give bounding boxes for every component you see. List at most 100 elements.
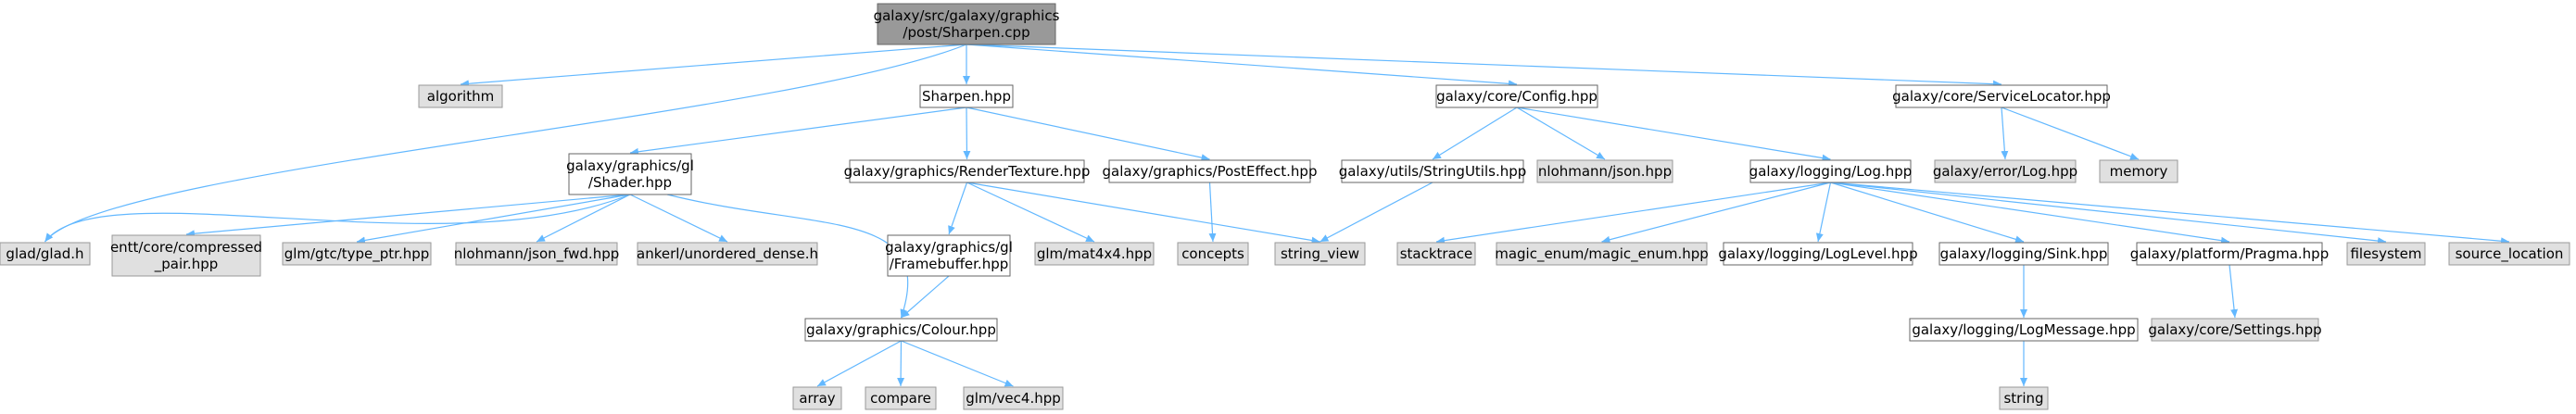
node-box <box>849 159 1085 183</box>
edge-line <box>536 194 631 243</box>
edge-line <box>966 44 2002 88</box>
node-entt-pair: entt/core/compressed_pair.hpp <box>110 234 262 277</box>
edge-render_texture-to-mat4x4 <box>966 182 1095 243</box>
edge-shader_hpp-to-glm_type_ptr <box>356 194 631 245</box>
node-sharpen-hpp[interactable]: Sharpen.hpp <box>919 84 1014 108</box>
edge-root-to-service_locator <box>966 44 2002 88</box>
node-glad: glad/glad.h <box>0 242 91 266</box>
node-label: entt/core/compressed <box>110 239 262 256</box>
node-label: stacktrace <box>1400 245 1473 262</box>
edge-line <box>1320 182 1433 243</box>
edge-log_hpp-to-sink <box>1830 182 2025 244</box>
node-box <box>1536 159 1673 183</box>
node-log-message[interactable]: galaxy/logging/LogMessage.hpp <box>1909 318 2139 342</box>
edge-root-to-config_hpp <box>966 44 1518 88</box>
node-box <box>1999 386 2049 410</box>
node-box <box>2448 242 2570 266</box>
node-algorithm: algorithm <box>418 84 503 108</box>
edge-string_utils-to-string_view <box>1320 182 1433 243</box>
edge-root-to-algorithm <box>460 44 967 88</box>
node-label: source_location <box>2456 245 2564 263</box>
node-box <box>963 386 1064 410</box>
node-label: /Framebuffer.hpp <box>890 256 1009 272</box>
node-label: galaxy/src/galaxy/graphics <box>874 7 1060 24</box>
node-box <box>1749 159 1912 183</box>
node-label: galaxy/core/ServiceLocator.hpp <box>1892 88 2111 105</box>
node-box <box>804 318 998 342</box>
node-config-hpp[interactable]: galaxy/core/Config.hpp <box>1435 84 1598 108</box>
edge-line <box>2001 107 2009 160</box>
edge-post_effect-to-concepts <box>1208 182 1217 243</box>
edge-line <box>1432 107 1518 160</box>
edge-shader_hpp-to-entt_pair <box>185 194 631 238</box>
node-box <box>919 84 1014 108</box>
node-label: _pair.hpp <box>154 256 219 273</box>
edge-root-to-glad <box>44 44 967 243</box>
node-label: galaxy/platform/Pragma.hpp <box>2130 245 2329 262</box>
node-label: galaxy/logging/Log.hpp <box>1749 163 1913 180</box>
node-label: string_view <box>1281 245 1359 263</box>
edge-render_texture-to-framebuffer <box>948 182 968 235</box>
node-shader-hpp[interactable]: galaxy/graphics/gl/Shader.hpp <box>566 153 694 195</box>
node-box <box>1435 84 1598 108</box>
edge-log_hpp-to-stacktrace <box>1435 182 1831 245</box>
node-colour[interactable]: galaxy/graphics/Colour.hpp <box>804 318 998 342</box>
node-log-hpp[interactable]: galaxy/logging/Log.hpp <box>1749 159 1913 183</box>
node-box <box>1909 318 2139 342</box>
node-post-effect[interactable]: galaxy/graphics/PostEffect.hpp <box>1103 159 1318 183</box>
edge-line <box>629 194 728 243</box>
edge-sharpen_hpp-to-post_effect <box>966 107 1210 162</box>
node-box <box>1934 159 2077 183</box>
node-box <box>1274 242 1366 266</box>
edge-service_locator-to-memory <box>2001 107 2140 160</box>
node-log-level[interactable]: galaxy/logging/LogLevel.hpp <box>1718 242 1918 266</box>
edge-render_texture-to-string_view <box>966 182 1320 245</box>
edge-line <box>1435 182 1831 245</box>
edge-line <box>1601 182 1831 244</box>
node-box <box>111 234 261 277</box>
node-box <box>0 242 91 266</box>
node-box <box>1396 242 1476 266</box>
node-box <box>2136 242 2323 266</box>
edge-shader_hpp-to-colour <box>666 194 909 319</box>
node-magic-enum: magic_enum/magic_enum.hpp <box>1495 242 1709 266</box>
edge-line <box>1516 107 1831 162</box>
node-root[interactable]: galaxy/src/galaxy/graphics/post/Sharpen.… <box>874 3 1060 45</box>
edge-config_hpp-to-string_utils <box>1432 107 1518 160</box>
node-label: algorithm <box>427 88 494 105</box>
node-service-locator[interactable]: galaxy/core/ServiceLocator.hpp <box>1892 84 2111 108</box>
edge-line <box>1830 182 2387 245</box>
node-label: filesystem <box>2350 245 2421 262</box>
edge-shader_hpp-to-json_fwd <box>536 194 631 243</box>
edge-shader_hpp-to-glad <box>44 194 631 243</box>
node-box <box>282 242 432 266</box>
edge-line <box>966 107 1210 162</box>
node-source-location: source_location <box>2448 242 2570 266</box>
edge-line <box>185 194 631 238</box>
node-label: magic_enum/magic_enum.hpp <box>1495 245 1709 263</box>
edge-line <box>629 107 967 156</box>
node-box <box>1034 242 1155 266</box>
edge-colour-to-vec4 <box>901 340 1014 387</box>
node-mat4x4: glm/mat4x4.hpp <box>1034 242 1155 266</box>
node-framebuffer[interactable]: galaxy/graphics/gl/Framebuffer.hpp <box>885 234 1013 277</box>
node-pragma[interactable]: galaxy/platform/Pragma.hpp <box>2130 242 2329 266</box>
node-render-texture[interactable]: galaxy/graphics/RenderTexture.hpp <box>844 159 1091 183</box>
edge-log_hpp-to-source_location <box>1830 182 2510 245</box>
node-memory: memory <box>2099 159 2178 183</box>
node-label: galaxy/utils/StringUtils.hpp <box>1339 163 1527 180</box>
node-label: galaxy/graphics/PostEffect.hpp <box>1103 163 1318 180</box>
node-concepts: concepts <box>1177 242 1249 266</box>
node-string-utils[interactable]: galaxy/utils/StringUtils.hpp <box>1339 159 1527 183</box>
edge-line <box>666 194 909 319</box>
node-label: glm/gtc/type_ptr.hpp <box>284 245 430 263</box>
node-label: string <box>2003 390 2043 407</box>
node-sink[interactable]: galaxy/logging/Sink.hpp <box>1938 242 2109 266</box>
node-label: ankerl/unordered_dense.h <box>637 245 818 263</box>
node-stacktrace: stacktrace <box>1396 242 1476 266</box>
edge-sharpen_hpp-to-shader_hpp <box>629 107 967 156</box>
edge-log_hpp-to-filesystem <box>1830 182 2387 245</box>
edge-line <box>1208 182 1217 243</box>
edge-line <box>966 44 1518 88</box>
